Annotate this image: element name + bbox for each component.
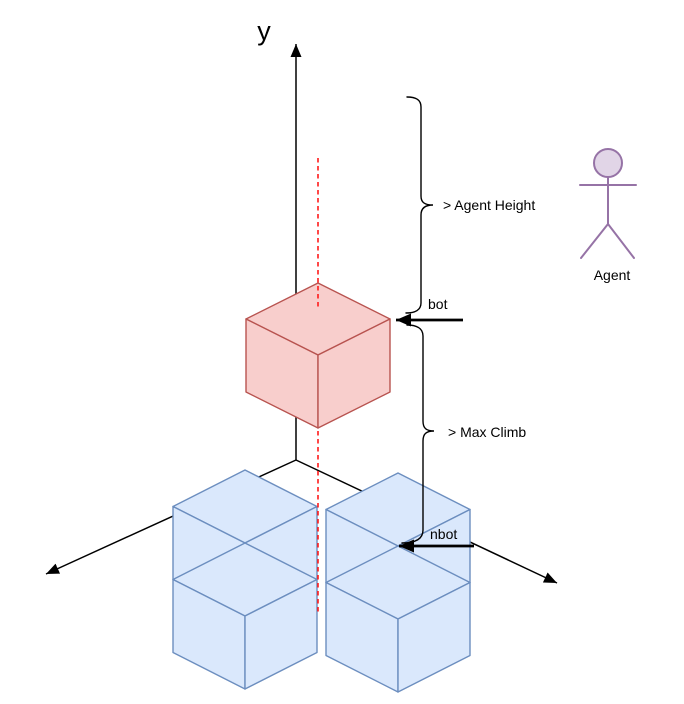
bot-label: bot — [428, 296, 448, 312]
blue-block-left-lower — [172, 542, 318, 690]
block-right-face — [397, 581, 471, 693]
agent-height-label: > Agent Height — [443, 197, 535, 213]
agent-legs — [580, 222, 635, 259]
y-axis-label: y — [257, 16, 271, 46]
bot-block-right-face — [317, 318, 391, 429]
nbot-label: nbot — [430, 526, 457, 542]
blue-block-right-lower — [325, 545, 471, 693]
agent-figure — [579, 148, 637, 259]
max-climb-label: > Max Climb — [448, 424, 526, 440]
block-right-face — [244, 578, 318, 690]
agent-label: Agent — [594, 267, 631, 283]
max-climb-brace — [401, 324, 435, 544]
bot-block-red — [245, 282, 391, 429]
agent-head — [593, 148, 623, 178]
agent-height-brace — [405, 96, 434, 314]
